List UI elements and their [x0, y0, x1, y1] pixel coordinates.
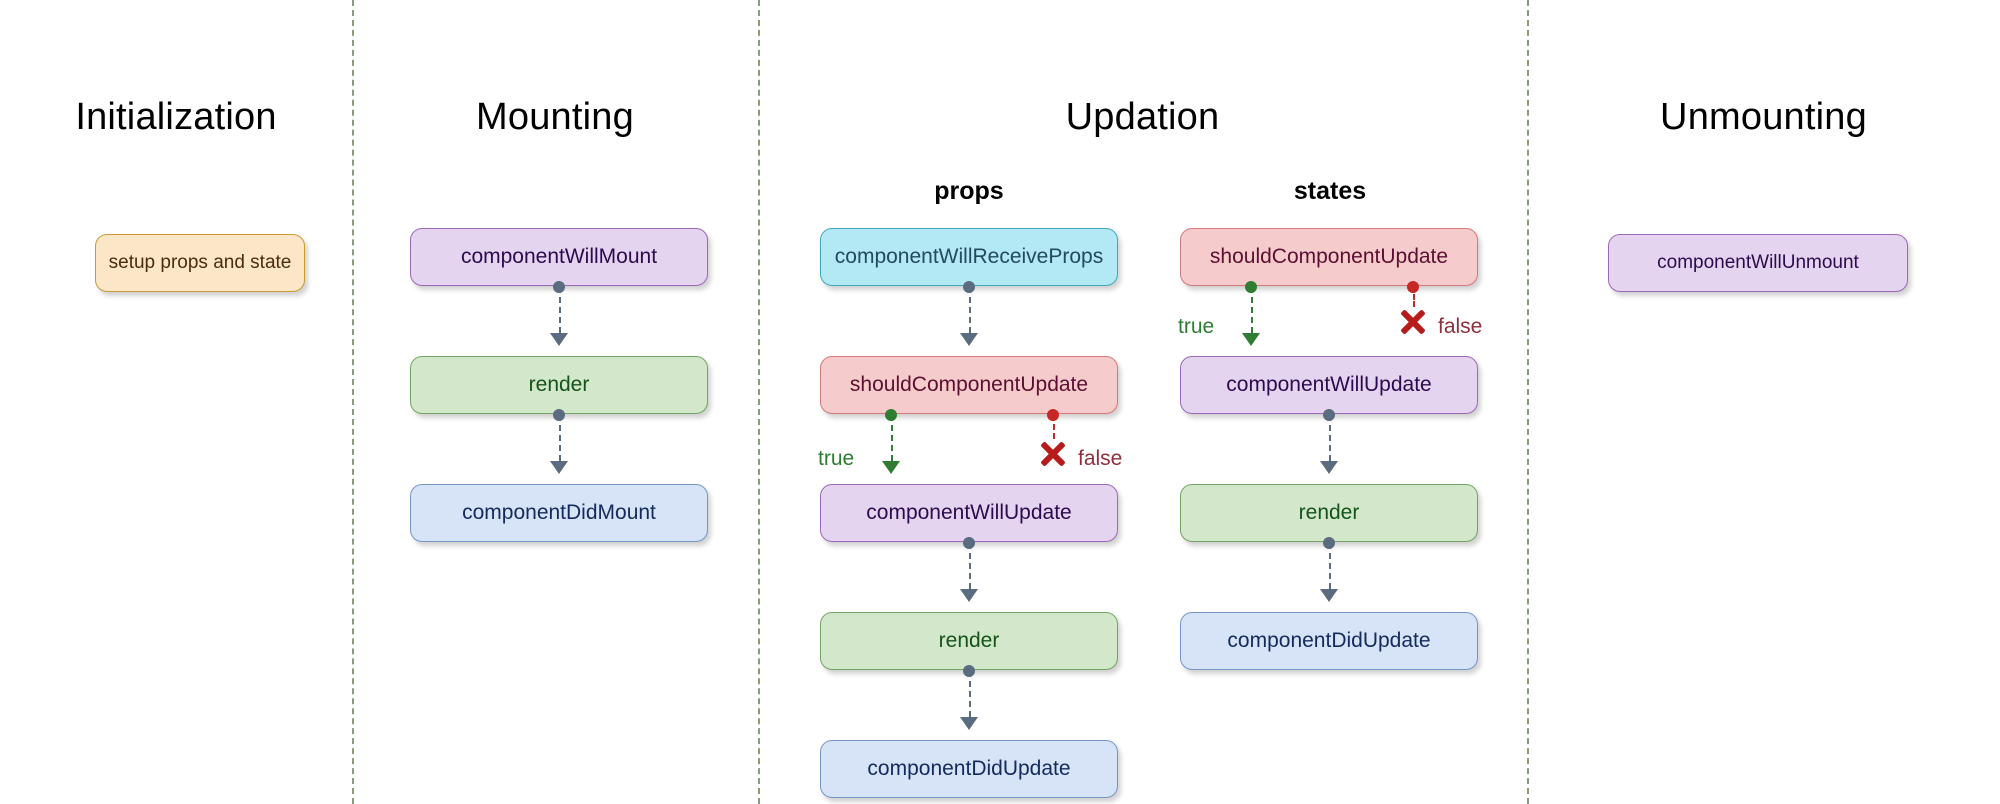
- edge-arrowhead: [550, 461, 568, 474]
- branch-true-edge: [891, 415, 893, 461]
- node-component-will-mount[interactable]: componentWillMount: [410, 228, 708, 286]
- edge-arrowhead: [960, 333, 978, 346]
- branch-false-edge: [1053, 415, 1055, 439]
- edge-render-to-did-mount: [559, 415, 561, 461]
- node-render-states[interactable]: render: [1180, 484, 1478, 542]
- node-component-did-update-props[interactable]: componentDidUpdate: [820, 740, 1118, 798]
- branch-false-x-icon: [1396, 305, 1430, 339]
- section-title-mounting: Mounting: [476, 96, 634, 138]
- edge-will-update-to-render: [1329, 415, 1331, 461]
- node-setup-props-and-state[interactable]: setup props and state: [95, 234, 305, 292]
- section-divider-2: [758, 0, 760, 804]
- edge-arrowhead: [1320, 589, 1338, 602]
- branch-true-edge: [1251, 287, 1253, 333]
- section-divider-1: [352, 0, 354, 804]
- edge-arrowhead: [960, 589, 978, 602]
- section-title-unmounting: Unmounting: [1660, 96, 1867, 138]
- node-component-will-update-props[interactable]: componentWillUpdate: [820, 484, 1118, 542]
- branch-true-label: true: [1178, 315, 1215, 338]
- edge-receive-props-to-should-update: [969, 287, 971, 333]
- node-should-component-update-props[interactable]: shouldComponentUpdate: [820, 356, 1118, 414]
- section-title-initialization: Initialization: [75, 96, 277, 138]
- node-component-did-update-states[interactable]: componentDidUpdate: [1180, 612, 1478, 670]
- node-component-will-unmount[interactable]: componentWillUnmount: [1608, 234, 1908, 292]
- edge-arrowhead: [550, 333, 568, 346]
- branch-false-label: false: [1438, 315, 1483, 338]
- edge-render-to-did-update: [969, 671, 971, 717]
- branch-true-arrowhead: [1242, 333, 1260, 346]
- node-component-will-update-states[interactable]: componentWillUpdate: [1180, 356, 1478, 414]
- subsection-title-props: props: [934, 177, 1004, 205]
- edge-arrowhead: [1320, 461, 1338, 474]
- node-component-will-receive-props[interactable]: componentWillReceiveProps: [820, 228, 1118, 286]
- node-render-mounting[interactable]: render: [410, 356, 708, 414]
- branch-false-edge: [1413, 287, 1415, 307]
- edge-will-update-to-render: [969, 543, 971, 589]
- edge-will-mount-to-render: [559, 287, 561, 333]
- subsection-title-states: states: [1293, 177, 1367, 205]
- edge-render-to-did-update: [1329, 543, 1331, 589]
- edge-arrowhead: [960, 717, 978, 730]
- branch-true-arrowhead: [882, 461, 900, 474]
- node-component-did-mount[interactable]: componentDidMount: [410, 484, 708, 542]
- branch-true-label: true: [818, 447, 855, 470]
- branch-false-x-icon: [1036, 437, 1070, 471]
- section-title-updation: Updation: [1065, 96, 1220, 138]
- section-divider-3: [1527, 0, 1529, 804]
- node-should-component-update-states[interactable]: shouldComponentUpdate: [1180, 228, 1478, 286]
- branch-false-label: false: [1078, 447, 1123, 470]
- node-render-props[interactable]: render: [820, 612, 1118, 670]
